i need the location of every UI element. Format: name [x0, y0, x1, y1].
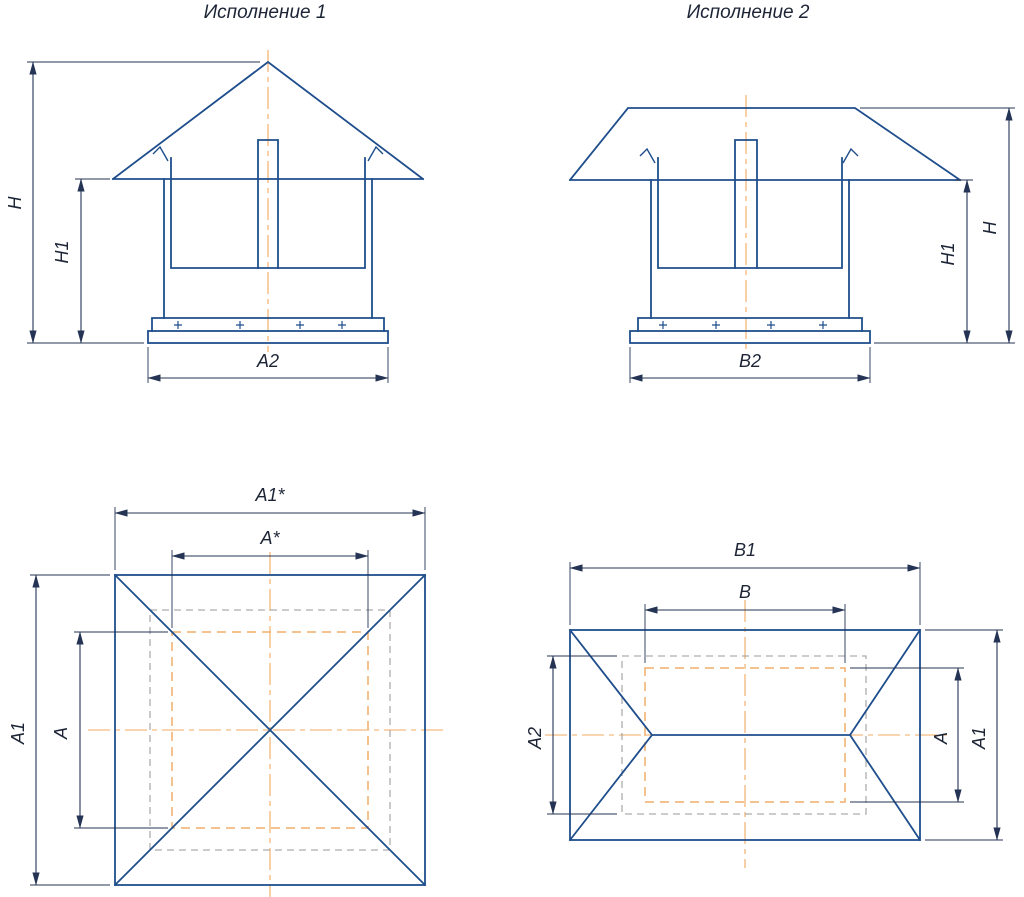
support-legs: [163, 178, 373, 319]
duct-opening-dashed: [644, 667, 846, 803]
mounting-flange: [151, 317, 385, 332]
dim-label-a: A: [931, 732, 951, 745]
duct-pipe: [734, 139, 758, 269]
dim-label-b1: B1: [734, 540, 756, 560]
roof-edge-fold: [152, 145, 384, 162]
dim-label-b: B: [739, 582, 751, 602]
dim-label-a: A: [51, 727, 71, 740]
dim-label-a1: A1: [969, 727, 989, 750]
centerlines: [88, 552, 448, 897]
roof-plan-outline: [569, 629, 921, 841]
centerlines: [545, 600, 950, 868]
dim-label-b2: B2: [739, 351, 761, 371]
elevation-view-2: B2 H1 H: [568, 95, 1015, 383]
fastener-plus-marks: [659, 321, 827, 329]
title-version-1: Исполнение 1: [204, 2, 327, 23]
dim-label-h: H: [5, 196, 25, 210]
roof-plan-outline: [114, 574, 426, 886]
roof-edge-fold: [639, 147, 859, 164]
dim-label-h1: H1: [52, 240, 72, 263]
mounting-flange: [637, 317, 863, 332]
extension-lines-right: [850, 629, 1003, 841]
dim-label-h: H: [980, 221, 1000, 235]
dim-label-h1: H1: [938, 242, 958, 265]
extension-lines-left: [30, 574, 168, 886]
shell-box: [170, 157, 366, 269]
dim-label-a2: A2: [256, 351, 279, 371]
dim-label-a1: A1: [8, 722, 28, 745]
roof-outline: [568, 107, 962, 182]
extension-lines-top: [569, 562, 921, 663]
dim-label-a-star: A*: [259, 528, 280, 548]
hidden-shell-edge: [149, 609, 391, 851]
hidden-shell-edge: [621, 655, 867, 815]
fastener-plus-marks: [174, 321, 346, 329]
extension-lines: [27, 61, 260, 344]
roof-hip-diagonals: [113, 573, 427, 887]
plan-view-2: B1 B A2 A A1: [525, 540, 1003, 868]
dim-label-a1-star: A1*: [254, 485, 285, 505]
dim-label-a2: A2: [525, 727, 545, 750]
roof-hip-lines: [568, 628, 922, 842]
support-legs: [650, 179, 850, 319]
plan-view-1: A1* A* A1 A: [8, 485, 448, 897]
shell-box: [657, 157, 843, 269]
elevation-view-1: H H1 A2: [5, 50, 425, 383]
base-plate: [147, 330, 389, 344]
base-plate: [629, 330, 871, 344]
extension-lines-left: [547, 655, 617, 815]
duct-pipe: [257, 139, 279, 269]
extension-lines-top: [114, 507, 426, 628]
duct-opening-dashed: [171, 631, 369, 829]
title-version-2: Исполнение 2: [687, 2, 810, 23]
